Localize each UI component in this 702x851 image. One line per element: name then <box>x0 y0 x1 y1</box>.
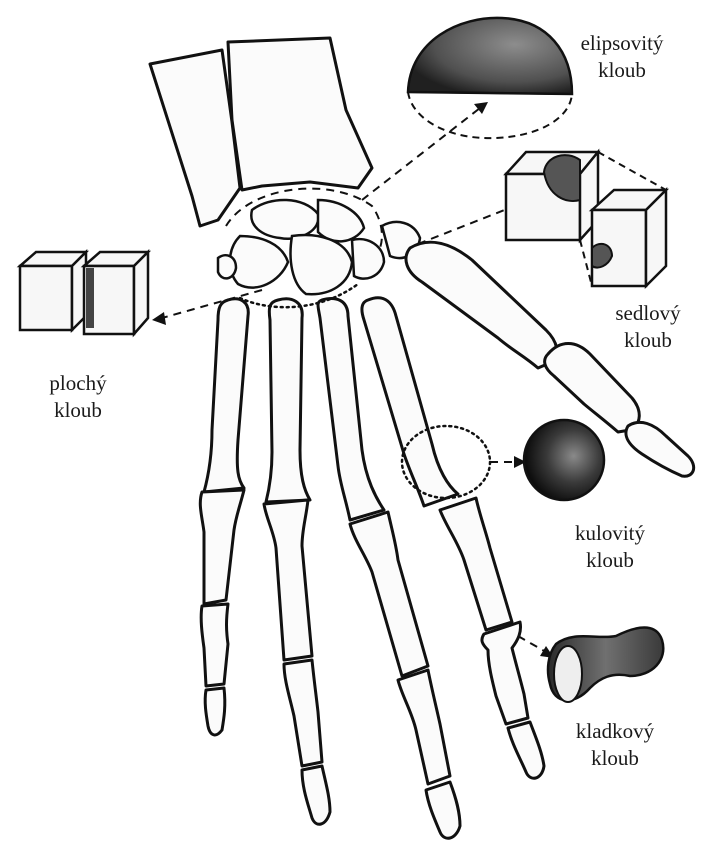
plane-joint-model <box>20 252 148 334</box>
index-proximal-phalanx <box>440 498 512 630</box>
middle-finger <box>350 512 460 838</box>
plane-block-right-side <box>134 252 148 334</box>
middle-proximal-phalanx <box>350 512 428 676</box>
label-ball-line1: kulovitý <box>560 520 660 547</box>
metacarpal-bones <box>204 298 458 520</box>
arrow-plochy-head <box>152 312 166 325</box>
carpal-triquetrum <box>230 236 288 288</box>
ring-middle-phalanx <box>284 660 322 766</box>
ellipsoid-dome <box>408 18 572 94</box>
index-finger <box>440 498 544 778</box>
middle-distal-phalanx <box>426 782 460 838</box>
thumb-distal-phalanx <box>626 422 694 476</box>
carpal-capitate <box>291 235 352 294</box>
little-proximal-phalanx <box>200 490 244 604</box>
ring-distal-phalanx <box>302 766 330 824</box>
label-ellipsoid-line1: elipsovitý <box>572 30 672 57</box>
label-hinge-line1: kladkový <box>560 718 670 745</box>
carpal-scaphoid <box>251 200 318 239</box>
metacarpal-5 <box>204 299 248 492</box>
thumb-proximal-phalanx <box>545 344 640 433</box>
ring-finger <box>264 500 330 824</box>
metacarpal-2 <box>362 298 458 506</box>
hinge-spool-end <box>554 646 582 702</box>
ball-joint-sphere <box>524 420 604 500</box>
carpal-pisiform <box>218 255 236 278</box>
ring-proximal-phalanx <box>264 500 312 660</box>
hinge-joint-model <box>548 628 663 703</box>
arrow-elipsovity <box>362 108 480 200</box>
little-finger <box>200 490 244 735</box>
label-saddle-line2: kloub <box>598 327 698 354</box>
label-ball-line2: kloub <box>560 547 660 574</box>
label-hinge-joint: kladkový kloub <box>560 718 670 772</box>
label-plane-joint: plochý kloub <box>28 370 128 424</box>
label-plane-line2: kloub <box>28 397 128 424</box>
label-hinge-line2: kloub <box>560 745 670 772</box>
plane-contact-surface <box>86 268 94 328</box>
saddle-joint-model <box>506 152 666 286</box>
thumb-metacarpal <box>406 242 557 368</box>
middle-middle-phalanx <box>398 670 450 784</box>
label-saddle-joint: sedlový kloub <box>598 300 698 354</box>
little-distal-phalanx <box>205 688 225 735</box>
carpal-hamate <box>352 239 384 279</box>
ulna-bone <box>150 50 240 226</box>
little-middle-phalanx <box>201 604 228 686</box>
label-ball-joint: kulovitý kloub <box>560 520 660 574</box>
ellipsoid-socket-outline <box>408 92 572 138</box>
carpal-bones <box>218 200 420 294</box>
label-ellipsoid-joint: elipsovitý kloub <box>572 30 672 84</box>
metacarpal-4 <box>266 299 310 502</box>
carpal-lunate <box>318 200 364 241</box>
label-plane-line1: plochý <box>28 370 128 397</box>
ellipsoid-joint-model <box>408 18 572 138</box>
plane-block-left-front <box>20 266 72 330</box>
label-saddle-line1: sedlový <box>598 300 698 327</box>
arrow-kladkovy <box>518 636 546 652</box>
label-ellipsoid-line2: kloub <box>572 57 672 84</box>
index-distal-phalanx <box>508 722 544 778</box>
radius-bone <box>228 38 372 190</box>
